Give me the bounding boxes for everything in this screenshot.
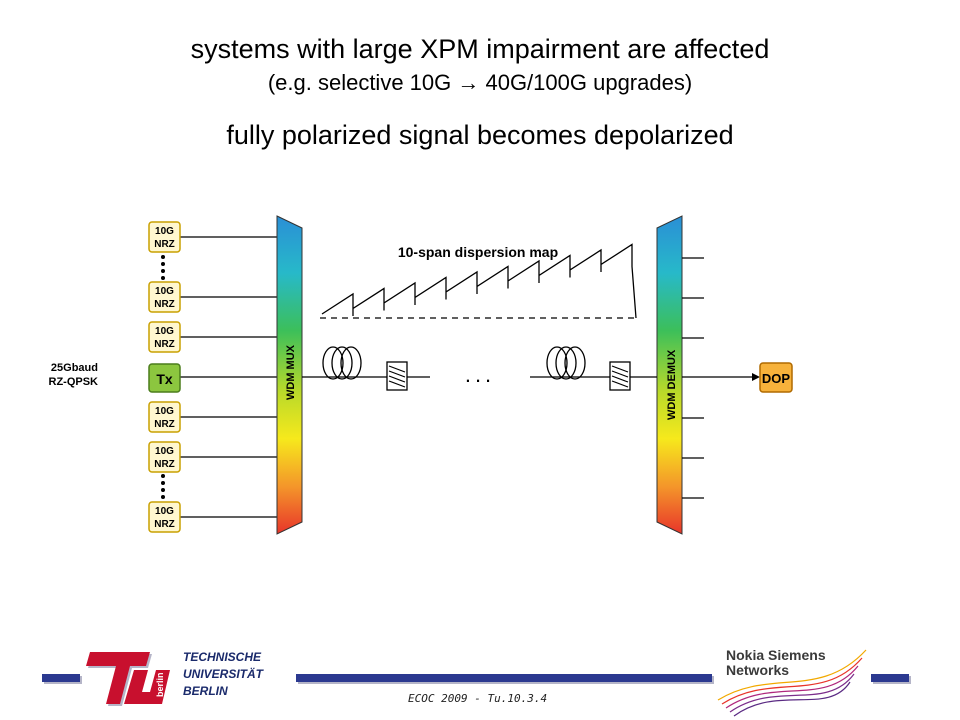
nrz-rate-label: 10G: [155, 446, 174, 457]
nrz-box: 10G NRZ: [148, 401, 181, 433]
nrz-rate-label: 10G: [155, 406, 174, 417]
wdm-mux: [276, 215, 303, 535]
dop-label: DOP: [762, 371, 791, 386]
dispersion-map-label: 10-span dispersion map: [398, 244, 558, 260]
dispersion-map-curve: [321, 243, 637, 319]
nrz-box: 10G NRZ: [148, 441, 181, 473]
tu-logo-mark: berlin: [155, 672, 165, 697]
nrz-format-label: NRZ: [154, 339, 175, 350]
nrz-rate-label: 10G: [155, 286, 174, 297]
footer-bar-left: [42, 674, 80, 682]
vertical-dots-lower: [161, 474, 165, 499]
nrz-format-label: NRZ: [154, 519, 175, 530]
dispersion-compensator-left: [386, 361, 408, 391]
nokia-siemens-logo-icon: [717, 649, 867, 717]
nrz-rate-label: 10G: [155, 506, 174, 517]
nrz-format-label: NRZ: [154, 459, 175, 470]
slide-subtitle: fully polarized signal becomes depolariz…: [226, 120, 734, 150]
dop-box: [759, 362, 793, 393]
wdm-mux-label: WDM MUX: [285, 344, 297, 400]
tx-box: [148, 363, 181, 393]
channel-lines: [180, 236, 277, 518]
nrz-format-label: NRZ: [154, 419, 175, 430]
slide-title-line2: (e.g. selective 10G → 40G/100G upgrades): [267, 70, 693, 95]
nrz-rate-label: 10G: [155, 226, 174, 237]
nrz-format-label: NRZ: [154, 299, 175, 310]
nrz-format-label: NRZ: [154, 239, 175, 250]
tu-wordmark-line2: UNIVERSITÄT: [183, 667, 264, 681]
demux-output-lines: [682, 257, 704, 499]
vertical-dots-upper: [161, 255, 165, 280]
span-ellipsis: ...: [465, 362, 495, 387]
nrz-box: 10G NRZ: [148, 501, 181, 533]
nrz-box-frame: [148, 401, 181, 433]
nrz-box-frame: [148, 501, 181, 533]
conference-code: ECOC 2009 - Tu.10.3.4: [408, 692, 548, 705]
nrz-rate-label: 10G: [155, 326, 174, 337]
nsn-wordmark-line1: Nokia Siemens: [726, 647, 826, 663]
nrz-channel-group: 10G NRZ 10G NRZ 10G NRZ 10G NRZ 10G NRZ 10G NRZ: [148, 221, 181, 533]
dispersion-compensator-right: [609, 361, 631, 391]
nrz-box-frame: [148, 441, 181, 473]
nrz-box-frame: [148, 321, 181, 353]
wdm-demux: [656, 215, 683, 535]
nrz-box: 10G NRZ: [148, 221, 181, 253]
arrow-head-icon: [752, 373, 760, 381]
nokia-siemens-wordmark: Nokia Siemens Networks: [726, 648, 826, 678]
wdm-demux-label: WDM DEMUX: [666, 349, 678, 420]
tu-wordmark-line1: TECHNISCHE: [183, 650, 262, 664]
nrz-box-frame: [148, 221, 181, 253]
nrz-box-frame: [148, 281, 181, 313]
fiber-coil-left: [322, 346, 362, 380]
slide-title-line1: systems with large XPM impairment are af…: [190, 34, 770, 64]
nrz-box: 10G NRZ: [148, 321, 181, 353]
fiber-coil-right: [546, 346, 586, 380]
tu-wordmark-line3: BERLIN: [183, 684, 228, 698]
source-label-baud: 25Gbaud: [51, 362, 98, 374]
tu-berlin-logo-icon: [86, 652, 170, 706]
tx-label: Tx: [156, 371, 173, 387]
nrz-box: 10G NRZ: [148, 281, 181, 313]
tu-berlin-wordmark: TECHNISCHE UNIVERSITÄT BERLIN: [183, 649, 263, 700]
footer-bar-right: [871, 674, 909, 682]
source-label-format: RZ-QPSK: [49, 376, 99, 388]
nsn-wordmark-line2: Networks: [726, 662, 790, 678]
footer-bar-middle: [296, 674, 712, 682]
